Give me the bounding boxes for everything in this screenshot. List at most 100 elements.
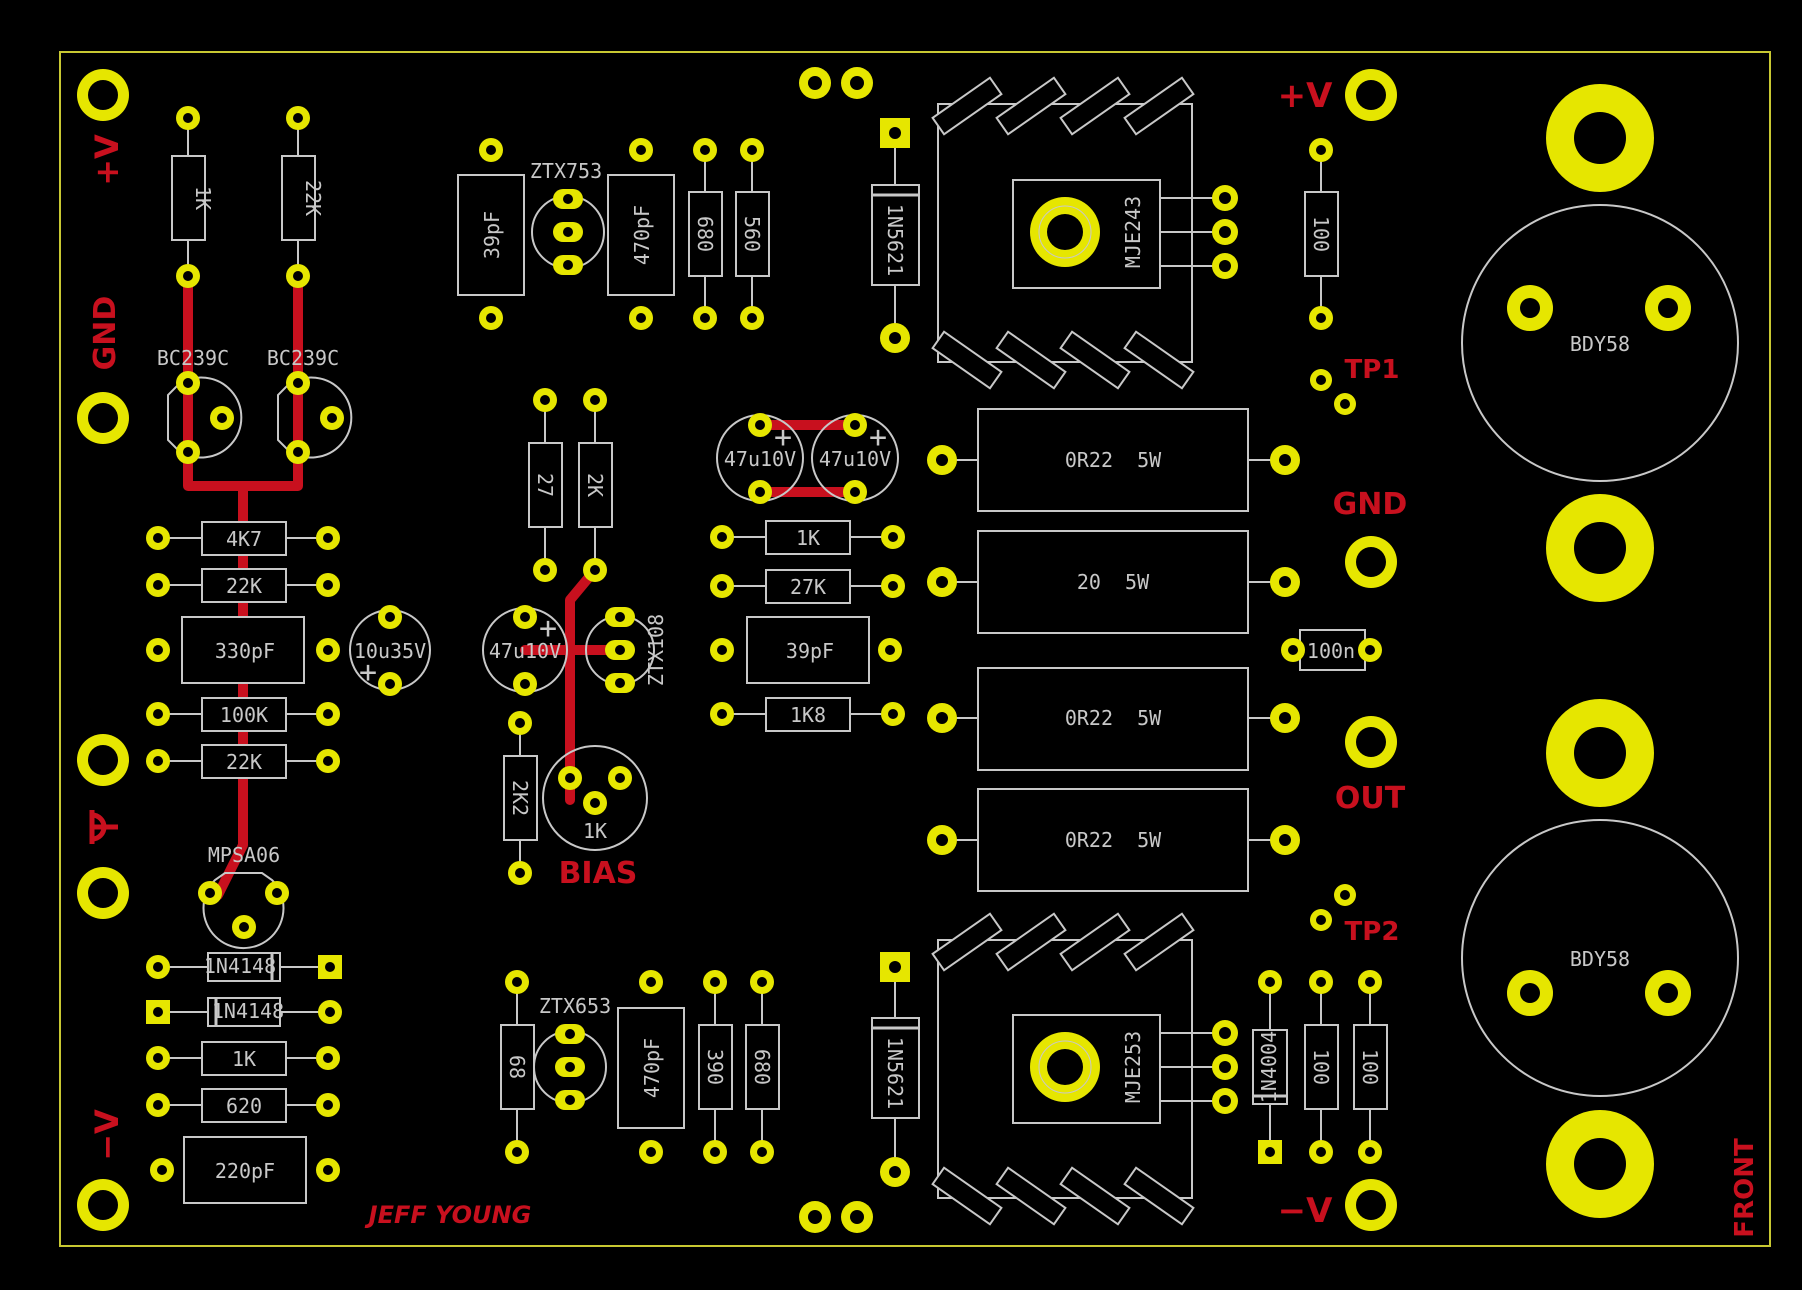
input-symbol-icon xyxy=(89,810,118,844)
svg-text:BC239C: BC239C xyxy=(267,346,339,370)
svg-text:22K: 22K xyxy=(226,574,262,598)
resistor-22k-top: 22K xyxy=(281,106,325,288)
svg-text:47u10V: 47u10V xyxy=(724,447,796,471)
svg-text:560: 560 xyxy=(740,216,764,252)
copper-traces xyxy=(183,271,860,900)
bias-label: BIAS xyxy=(559,856,638,891)
diode-1n4148-a: 1N4148 xyxy=(146,952,342,982)
svg-text:100K: 100K xyxy=(220,703,268,727)
resistor-22k-a: 22K xyxy=(146,568,340,603)
svg-text:1N5621: 1N5621 xyxy=(883,204,907,276)
svg-text:TP2: TP2 xyxy=(1345,917,1400,947)
transistor-bc239c-b: BC239C xyxy=(267,346,353,464)
svg-text:27K: 27K xyxy=(790,575,826,599)
svg-text:MJE243: MJE243 xyxy=(1121,196,1145,268)
potentiometer-1k: 1K xyxy=(542,745,648,851)
resistor-4k7: 4K7 xyxy=(146,521,340,556)
svg-text:BC239C: BC239C xyxy=(157,346,229,370)
resistor-0r22-5w-b: 0R22 5W xyxy=(927,667,1300,771)
svg-text:+: + xyxy=(359,655,377,690)
resistor-20-5w: 20 5W xyxy=(927,530,1300,634)
transistor-bc239c-a: BC239C xyxy=(157,346,243,464)
resistor-100-bottom-right: 100 xyxy=(1353,970,1388,1164)
resistor-100-bottom-left: 100 xyxy=(1304,970,1339,1164)
svg-text:MJE253: MJE253 xyxy=(1121,1031,1145,1103)
svg-text:470pF: 470pF xyxy=(640,1038,664,1098)
svg-text:1N4148: 1N4148 xyxy=(212,999,284,1023)
svg-text:0R22 5W: 0R22 5W xyxy=(1065,448,1162,472)
svg-text:620: 620 xyxy=(226,1094,262,1118)
svg-text:1K: 1K xyxy=(796,526,820,550)
svg-text:1N4148: 1N4148 xyxy=(204,954,276,978)
capacitor-47u10v-mid: 47u10V + xyxy=(482,605,568,696)
resistor-560: 560 xyxy=(735,138,770,330)
svg-text:+: + xyxy=(539,611,557,646)
minus-v-right-label: −V xyxy=(1278,1191,1333,1231)
transistor-ztx108: ZTX108 xyxy=(585,607,668,693)
resistor-22k-b: 22K xyxy=(146,744,340,779)
board-edge xyxy=(59,51,1771,1247)
svg-text:390: 390 xyxy=(703,1049,727,1085)
capacitor-47u10v-a: 47u10V + xyxy=(716,413,804,504)
big-mounting-pads xyxy=(1546,84,1654,1218)
svg-text:27: 27 xyxy=(533,473,557,497)
mounting-pads xyxy=(799,67,873,1233)
svg-text:4K7: 4K7 xyxy=(226,527,262,551)
gnd-right-label: GND xyxy=(1333,487,1408,522)
transistor-bdy58-top: BDY58 xyxy=(1461,204,1739,482)
svg-text:100n: 100n xyxy=(1307,639,1355,663)
capacitor-470pf-top: 470pF xyxy=(607,138,675,330)
svg-text:10u35V: 10u35V xyxy=(354,639,426,663)
capacitor-220pf: 220pF xyxy=(150,1136,340,1204)
diode-1n5621-bottom: 1N5621 xyxy=(871,952,920,1187)
svg-text:2K: 2K xyxy=(583,473,607,497)
svg-text:ZTX753: ZTX753 xyxy=(530,159,602,183)
svg-text:ZTX108: ZTX108 xyxy=(644,614,668,686)
plus-v-right-label: +V xyxy=(1278,76,1333,116)
transistor-mje253: MJE253 xyxy=(931,912,1238,1226)
resistor-390: 390 xyxy=(698,970,733,1164)
svg-text:ZTX653: ZTX653 xyxy=(539,994,611,1018)
test-point-tp1: TP1 xyxy=(1310,355,1399,415)
svg-text:680: 680 xyxy=(750,1049,774,1085)
svg-text:100: 100 xyxy=(1309,216,1333,252)
front-label: FRONT xyxy=(1730,1138,1760,1238)
resistor-680-top: 680 xyxy=(688,138,723,330)
diode-1n5621-top: 1N5621 xyxy=(871,118,920,353)
svg-text:2K2: 2K2 xyxy=(508,780,532,816)
svg-text:1N4004: 1N4004 xyxy=(1257,1031,1281,1103)
resistor-100-top: 100 xyxy=(1304,138,1339,330)
capacitor-39pf-top: 39pF xyxy=(457,138,525,330)
svg-text:1K: 1K xyxy=(583,819,607,843)
svg-text:+: + xyxy=(774,420,792,455)
svg-text:47u10V: 47u10V xyxy=(489,639,561,663)
svg-text:470pF: 470pF xyxy=(630,205,654,265)
transistor-mje243: MJE243 xyxy=(931,76,1238,390)
resistor-0r22-5w-c: 0R22 5W xyxy=(927,788,1300,892)
resistor-1k-top: 1K xyxy=(171,106,215,288)
test-point-tp2: TP2 xyxy=(1310,884,1399,947)
left-connector-pads xyxy=(77,69,129,1231)
svg-text:1K: 1K xyxy=(232,1047,256,1071)
author-label: JEFF YOUNG xyxy=(365,1201,532,1229)
gnd-left-label: GND xyxy=(88,296,123,371)
transistor-bdy58-bottom: BDY58 xyxy=(1461,819,1739,1097)
svg-text:330pF: 330pF xyxy=(215,639,275,663)
out-right-label: OUT xyxy=(1335,781,1406,816)
svg-text:47u10V: 47u10V xyxy=(819,447,891,471)
right-connector-pads xyxy=(1345,69,1397,1231)
svg-text:100: 100 xyxy=(1309,1049,1333,1085)
svg-text:+: + xyxy=(869,420,887,455)
svg-text:BDY58: BDY58 xyxy=(1570,947,1630,971)
resistor-680-bottom: 680 xyxy=(745,970,780,1164)
diode-1n4148-b: 1N4148 xyxy=(146,997,342,1027)
resistor-620: 620 xyxy=(146,1088,340,1123)
resistor-1k-bottom: 1K xyxy=(146,1041,340,1076)
resistor-1k8: 1K8 xyxy=(710,697,905,732)
svg-text:100: 100 xyxy=(1358,1049,1382,1085)
svg-text:0R22 5W: 0R22 5W xyxy=(1065,706,1162,730)
capacitor-100n: 100n xyxy=(1281,629,1382,671)
transistor-ztx753: ZTX753 xyxy=(530,159,605,275)
resistor-27k: 27K xyxy=(710,569,905,604)
